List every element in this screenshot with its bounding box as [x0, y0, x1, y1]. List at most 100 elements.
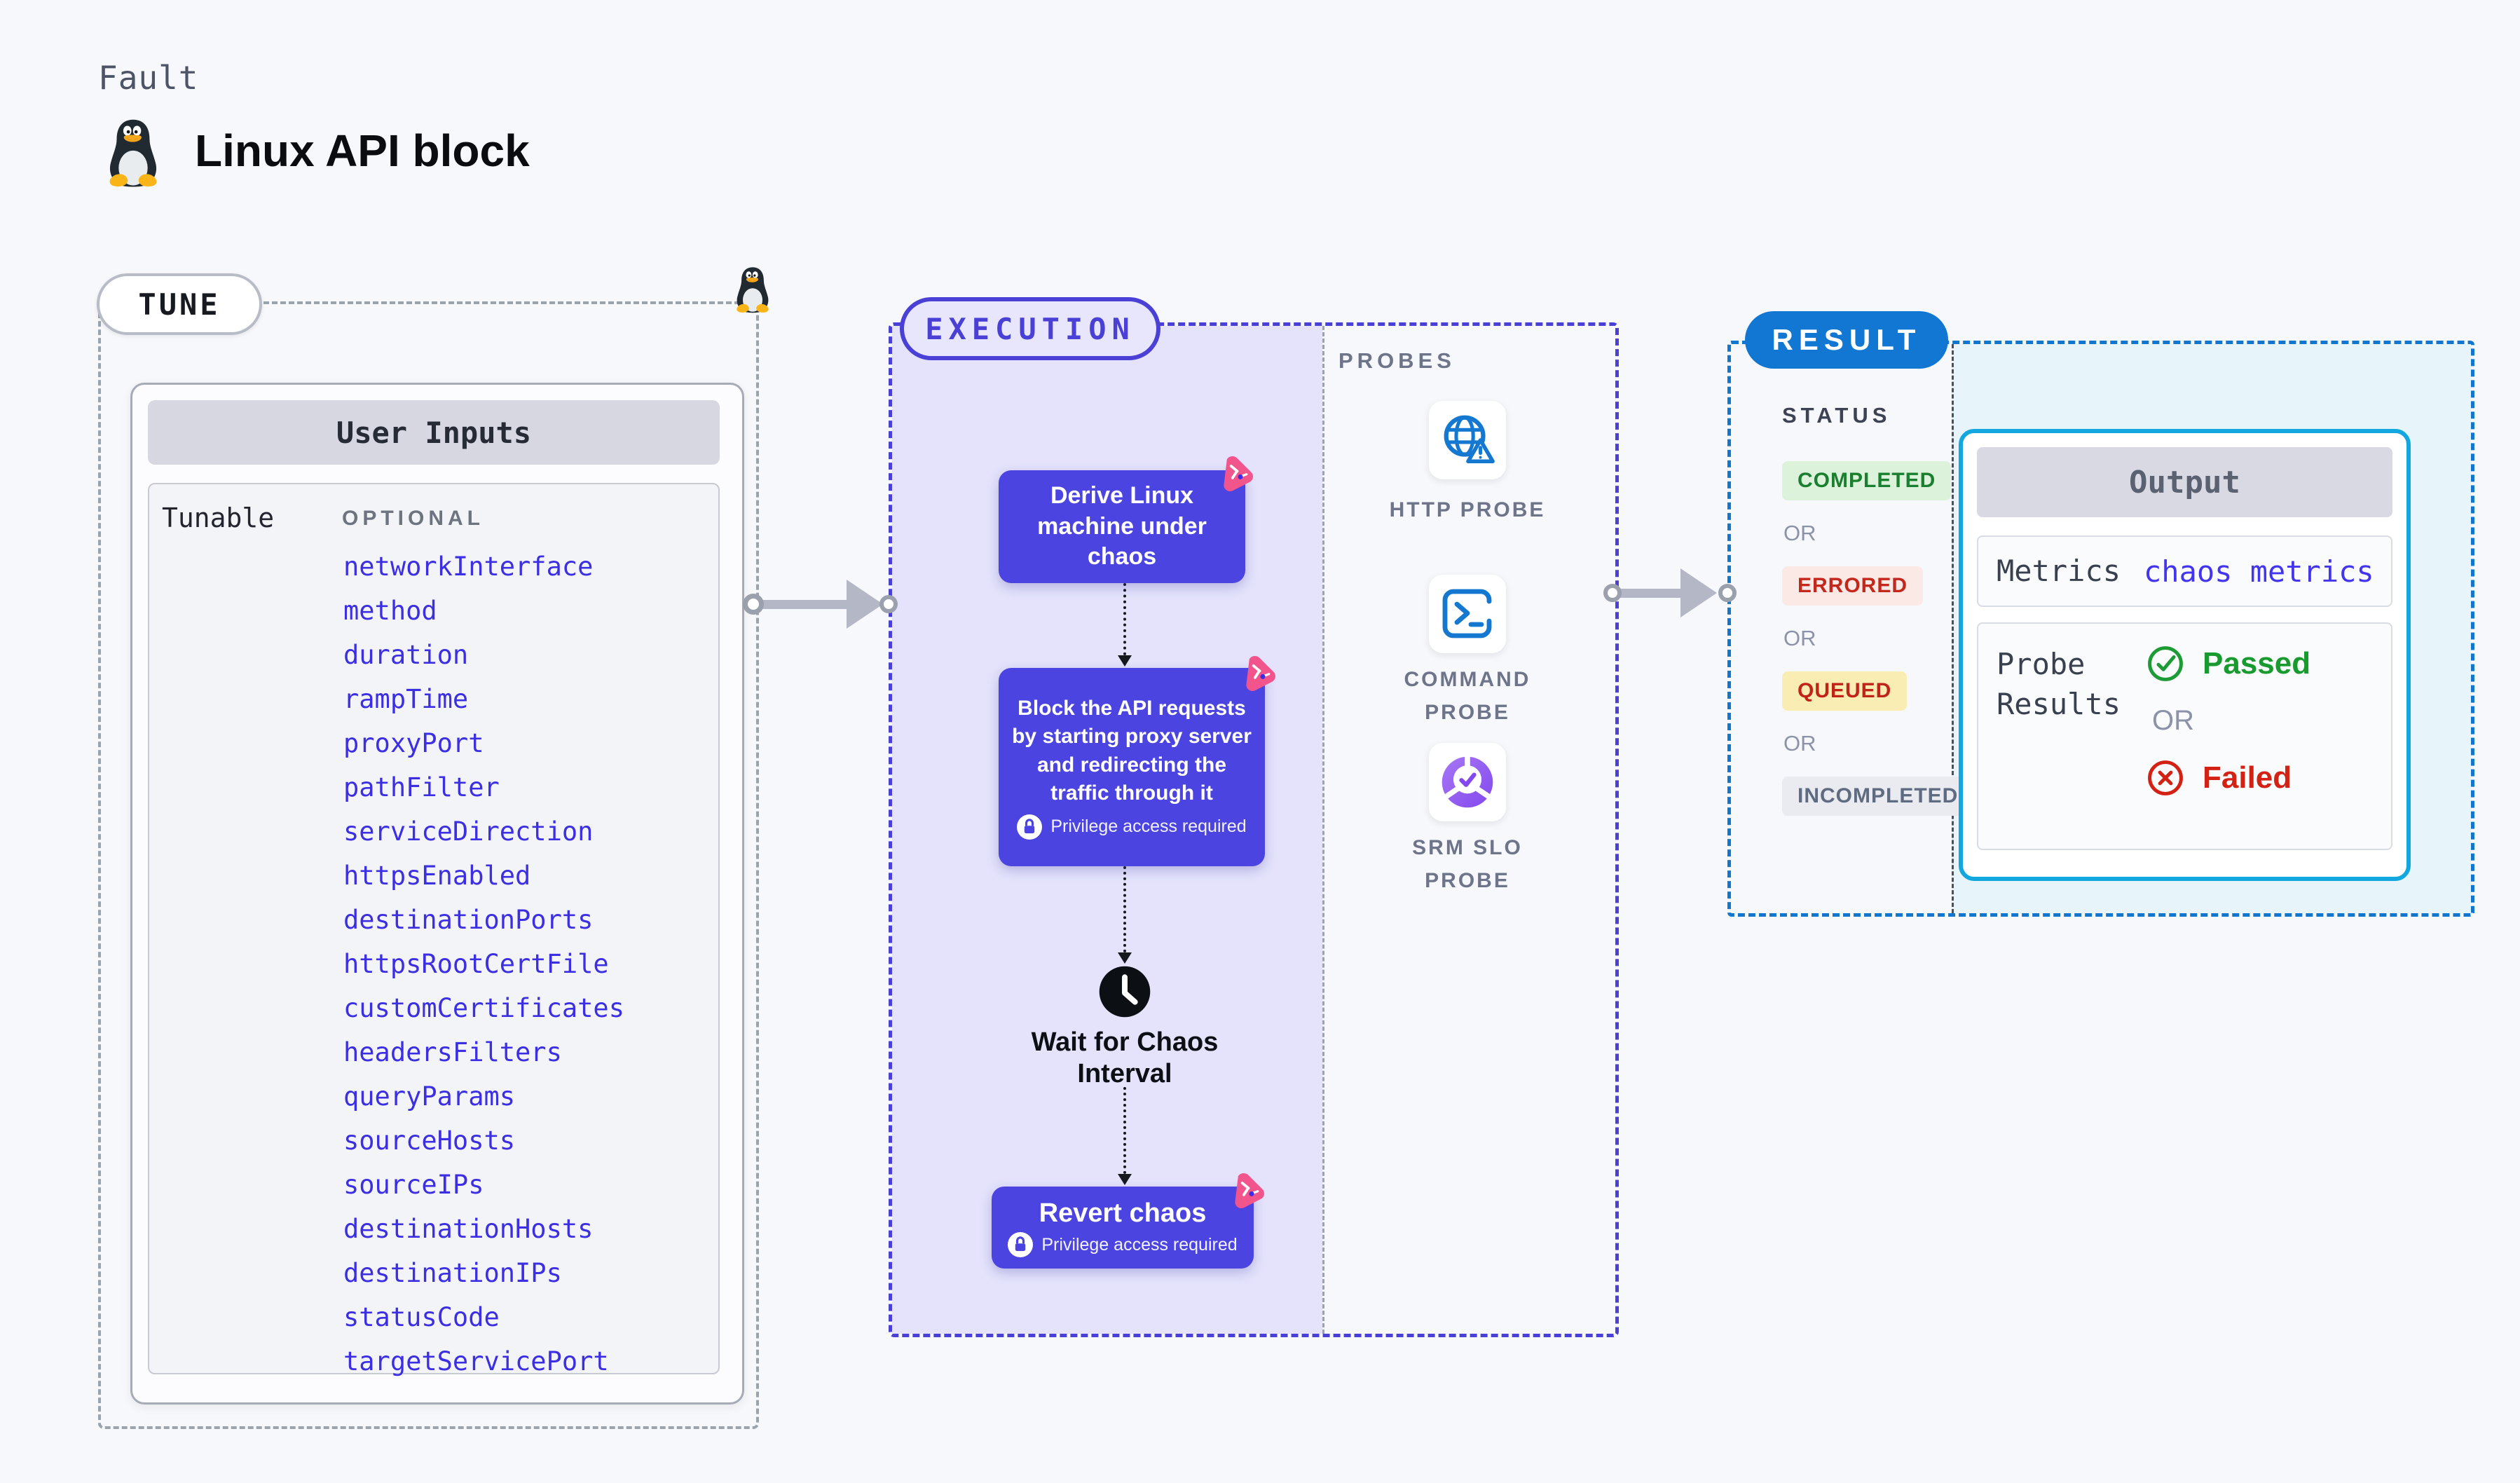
tunable-param-list: networkInterface method duration rampTim… — [343, 545, 708, 1383]
or-label: OR — [2152, 705, 2194, 736]
probe-results-label: Probe Results — [1997, 647, 2121, 721]
http-probe-card — [1429, 401, 1506, 479]
probes-heading: PROBES — [1338, 348, 1456, 373]
execution-pill: EXECUTION — [900, 297, 1160, 360]
param-link[interactable]: httpsEnabled — [343, 861, 531, 891]
param-link[interactable]: destinationPorts — [343, 905, 594, 935]
param-link[interactable]: headersFilters — [343, 1037, 562, 1067]
status-badge-completed: COMPLETED — [1782, 461, 1952, 500]
http-probe-label: HTTP PROBE — [1389, 498, 1546, 521]
tux-penguin-icon-small — [737, 267, 769, 313]
output-card: Output Metrics chaos metrics Probe Resul… — [1959, 429, 2411, 881]
probe-results-row: Probe Results Passed OR Failed — [1977, 622, 2392, 850]
result-pill: RESULT — [1745, 311, 1948, 369]
failed-entry: Failed — [2146, 759, 2310, 797]
param-link[interactable]: networkInterface — [343, 552, 594, 582]
step-revert-chaos: Revert chaos Privilege access required — [992, 1187, 1254, 1269]
lock-icon — [1008, 1232, 1034, 1258]
user-inputs-title: User Inputs — [148, 400, 720, 465]
flow-arrow-head — [1680, 568, 1717, 617]
privilege-label: Privilege access required — [1050, 816, 1247, 837]
step-text: Revert chaos — [1039, 1198, 1207, 1228]
status-column: STATUS COMPLETED OR ERRORED OR QUEUED OR… — [1782, 403, 1974, 816]
flow-connector-dot — [1718, 584, 1737, 602]
status-badge-queued: QUEUED — [1782, 671, 1908, 711]
execution-section: PROBES Derive Linux machine under chaos … — [889, 322, 1619, 1337]
param-link[interactable]: statusCode — [343, 1302, 500, 1332]
chaos-flag-icon — [1245, 655, 1277, 692]
probe-results-values: Passed OR Failed — [2146, 645, 2310, 797]
or-label: OR — [1783, 626, 1816, 650]
status-heading: STATUS — [1782, 403, 1891, 428]
step-text: Derive Linux machine under chaos — [1037, 482, 1207, 570]
param-link[interactable]: rampTime — [343, 684, 469, 714]
lock-icon — [1017, 814, 1043, 840]
param-link[interactable]: customCertificates — [343, 993, 624, 1023]
optional-column-label: OPTIONAL — [342, 507, 484, 530]
flow-connector — [1123, 1087, 1126, 1174]
or-label: OR — [1783, 521, 1816, 545]
srm-slo-probe-label: SRM SLO PROBE — [1412, 836, 1523, 892]
tune-pill: TUNE — [97, 273, 262, 335]
failed-label: Failed — [2203, 760, 2292, 795]
user-inputs-card: User Inputs Tunable OPTIONAL networkInte… — [130, 383, 744, 1405]
command-probe-card — [1429, 575, 1506, 653]
flow-connector-dot — [879, 595, 898, 613]
user-inputs-table: Tunable OPTIONAL networkInterface method… — [148, 483, 720, 1376]
output-title: Output — [1977, 447, 2392, 517]
param-link[interactable]: pathFilter — [343, 772, 500, 802]
param-link[interactable]: serviceDirection — [343, 816, 594, 847]
flow-connector-arrowhead — [1118, 1174, 1132, 1185]
param-link[interactable]: targetServicePort — [343, 1346, 609, 1376]
x-circle-icon — [2146, 759, 2184, 797]
param-link[interactable]: proxyPort — [343, 728, 484, 758]
check-circle-icon — [2146, 645, 2184, 683]
tunable-row-label: Tunable — [162, 503, 275, 533]
flow-connector — [1123, 583, 1126, 655]
step-text: Block the API requests by starting proxy… — [1012, 697, 1252, 805]
page-title: Linux API block — [195, 125, 530, 176]
chaos-flag-icon — [1222, 455, 1254, 493]
flow-connector-dot — [1603, 584, 1622, 602]
globe-warning-icon — [1437, 411, 1498, 470]
metrics-value: chaos metrics — [2144, 554, 2374, 589]
chaos-flag-icon — [1233, 1172, 1266, 1210]
tune-section: User Inputs Tunable OPTIONAL networkInte… — [98, 301, 759, 1429]
flow-connector — [1123, 866, 1126, 952]
metrics-label: Metrics — [1997, 553, 2121, 588]
privilege-row: Privilege access required — [1017, 814, 1247, 840]
terminal-icon — [1437, 585, 1498, 643]
step-block-api: Block the API requests by starting proxy… — [999, 668, 1265, 866]
wait-clock-icon — [1098, 965, 1151, 1018]
metrics-row: Metrics chaos metrics — [1977, 535, 2392, 607]
flow-arrow-line — [1620, 589, 1685, 598]
param-link[interactable]: sourceHosts — [343, 1126, 516, 1156]
param-link[interactable]: queryParams — [343, 1081, 516, 1112]
flow-arrow-head — [847, 580, 883, 629]
passed-label: Passed — [2203, 646, 2311, 681]
param-link[interactable]: method — [343, 596, 437, 626]
param-link[interactable]: destinationHosts — [343, 1214, 594, 1244]
slo-donut-check-icon — [1437, 753, 1498, 812]
param-link[interactable]: httpsRootCertFile — [343, 949, 609, 979]
flow-connector-dot — [743, 594, 764, 615]
srm-slo-probe-card — [1429, 743, 1506, 821]
status-badge-incompleted: INCOMPLETED — [1782, 777, 1974, 816]
result-section: STATUS COMPLETED OR ERRORED OR QUEUED OR… — [1727, 341, 2474, 917]
command-probe-label: COMMAND PROBE — [1404, 668, 1531, 724]
param-link[interactable]: duration — [343, 640, 469, 670]
flow-arrow-line — [761, 600, 851, 609]
param-link[interactable]: sourceIPs — [343, 1170, 484, 1200]
passed-entry: Passed — [2146, 645, 2310, 683]
privilege-row: Privilege access required — [1008, 1232, 1238, 1258]
param-link[interactable]: destinationIPs — [343, 1258, 562, 1288]
flow-connector-arrowhead — [1118, 952, 1132, 964]
privilege-label: Privilege access required — [1041, 1235, 1238, 1255]
status-badge-errored: ERRORED — [1782, 566, 1924, 606]
wait-step-label: Wait for Chaos Interval — [1031, 1027, 1219, 1088]
probes-panel — [1322, 326, 1615, 1334]
fault-eyebrow: Fault — [98, 59, 199, 97]
or-label: OR — [1783, 731, 1816, 756]
flow-connector-arrowhead — [1118, 655, 1132, 667]
